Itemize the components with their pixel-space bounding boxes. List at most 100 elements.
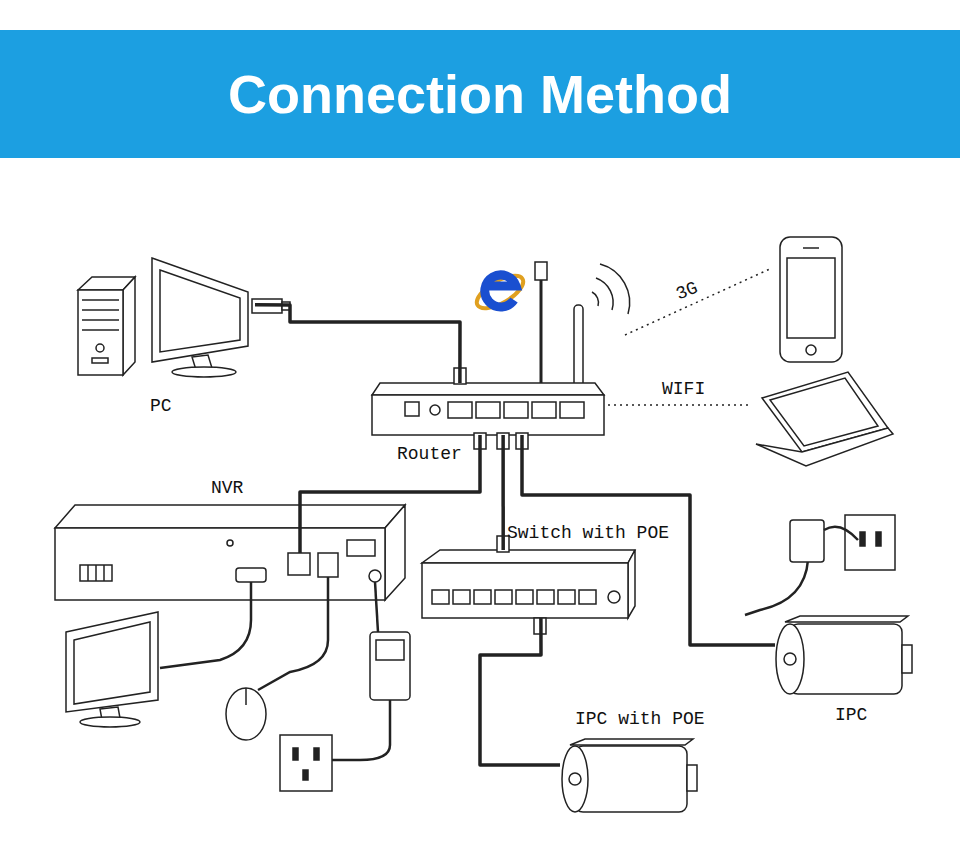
camera-node: IPC with POE xyxy=(560,738,700,814)
power-adapter xyxy=(790,520,824,562)
device-label: NVR xyxy=(211,477,243,499)
drive-bay xyxy=(82,299,119,301)
router-top xyxy=(372,383,604,395)
header-band: Connection Method xyxy=(0,30,960,158)
speaker xyxy=(803,247,819,249)
vga-monitor xyxy=(66,612,158,727)
vent xyxy=(92,358,108,363)
router-node: Router xyxy=(372,383,604,435)
wall-outlet xyxy=(845,515,895,570)
usb-port xyxy=(318,553,338,577)
signal-arc xyxy=(592,292,598,306)
outlet-slot xyxy=(860,532,865,546)
power-cable xyxy=(375,582,378,632)
wireless-link xyxy=(608,404,752,406)
camera-node: IPC xyxy=(775,614,915,696)
pc-tower xyxy=(78,277,135,375)
device-label: Switch with POE xyxy=(507,522,669,544)
icon-orbit xyxy=(472,269,528,314)
poe-port xyxy=(432,590,449,604)
cable-plug xyxy=(535,262,547,280)
device-label: PC xyxy=(150,395,172,417)
power-switch xyxy=(347,540,375,556)
terminal-pin xyxy=(87,565,89,581)
adapter-label xyxy=(376,640,404,660)
lan-port xyxy=(476,402,500,418)
terminal-block xyxy=(80,565,112,581)
vga-cable xyxy=(160,582,251,668)
ipc-camera xyxy=(745,515,912,694)
network-cable xyxy=(300,435,480,505)
wan-port xyxy=(560,402,584,418)
camera-mount xyxy=(902,645,912,673)
phone-screen xyxy=(787,258,835,338)
monitor-base xyxy=(172,367,236,377)
router xyxy=(372,305,604,449)
cable xyxy=(298,505,302,553)
link-label: 3G xyxy=(673,277,701,305)
terminal-pin xyxy=(103,565,105,581)
nvr-peripherals xyxy=(160,577,390,760)
camera-mount xyxy=(687,765,697,791)
smartphone xyxy=(780,237,842,362)
lan-port xyxy=(288,553,310,575)
link-label: WIFI xyxy=(662,378,705,400)
adapter-body xyxy=(370,632,410,700)
switch-node: Switch with POE xyxy=(422,550,635,618)
outlet-slot xyxy=(293,748,298,760)
signal-arc xyxy=(596,278,613,310)
wireless-signal xyxy=(592,264,630,314)
drive-bay xyxy=(82,309,119,311)
monitor-frame xyxy=(66,612,158,712)
poe-camera xyxy=(562,739,697,812)
reset-button xyxy=(430,405,440,415)
device-label: IPC xyxy=(835,704,867,726)
usb-cable xyxy=(258,577,328,690)
camera-front xyxy=(562,746,588,812)
network-cable xyxy=(480,618,560,765)
router-front xyxy=(372,395,604,435)
outlet-slot xyxy=(876,532,881,546)
camera-hood xyxy=(785,616,908,622)
power-adapter xyxy=(370,632,410,700)
mouse-button xyxy=(245,688,247,705)
switch-top xyxy=(422,550,635,563)
monitor-base xyxy=(80,717,140,727)
laptop xyxy=(756,372,893,466)
device-label: Router xyxy=(397,443,462,465)
network-cable xyxy=(501,435,505,550)
power-cable xyxy=(745,560,808,615)
vga-port xyxy=(236,568,266,582)
title: Connection Method xyxy=(0,30,960,158)
tower-front xyxy=(78,290,123,375)
nvr-box xyxy=(55,505,405,600)
drive-bay xyxy=(82,329,119,331)
power-jack xyxy=(369,570,381,582)
outlet-plate xyxy=(280,735,332,791)
camera-front xyxy=(776,624,804,694)
internet-icon xyxy=(472,269,528,314)
poe-port xyxy=(453,590,470,604)
camera-body xyxy=(790,624,902,694)
poe-port xyxy=(537,590,554,604)
outlet-slot xyxy=(314,748,319,760)
nvr-front xyxy=(55,528,385,600)
pc-node: PC xyxy=(75,258,255,375)
lan-port xyxy=(448,402,472,418)
wireless-link xyxy=(625,268,772,335)
lan-port xyxy=(504,402,528,418)
outlet-slot xyxy=(303,770,308,780)
poe-port xyxy=(558,590,575,604)
power-jack xyxy=(405,402,419,416)
phone-body xyxy=(780,237,842,362)
poe-port xyxy=(474,590,491,604)
mouse xyxy=(226,688,266,740)
home-button xyxy=(806,345,816,355)
monitor-screen xyxy=(160,270,240,352)
poe-port xyxy=(516,590,533,604)
switch-front xyxy=(422,563,628,618)
tower-side xyxy=(123,277,135,375)
nvr-top xyxy=(55,505,405,528)
network-cable xyxy=(255,305,460,383)
